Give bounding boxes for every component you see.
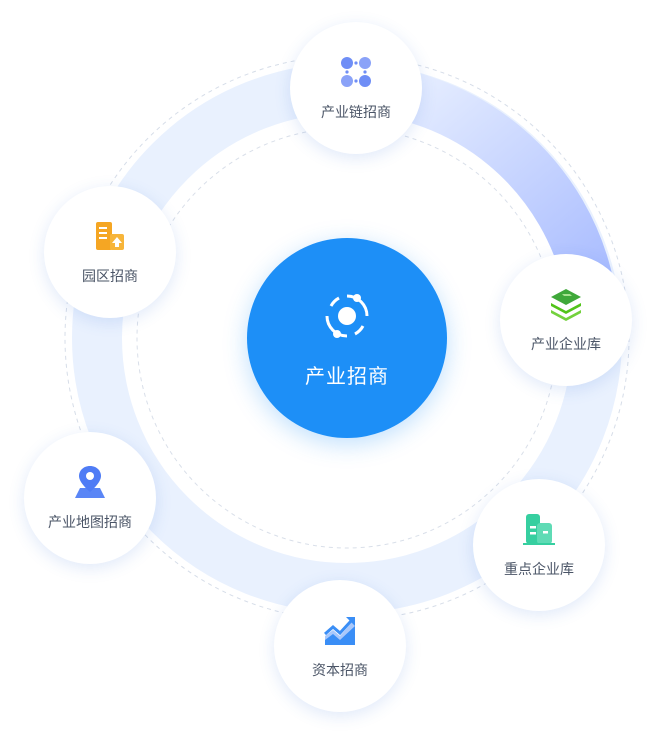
- building-tree-icon: [96, 222, 124, 250]
- node-label: 产业企业库: [531, 337, 601, 353]
- node-label: 产业链招商: [321, 105, 391, 121]
- orbit-icon: [325, 294, 369, 338]
- node-industry-chain[interactable]: 产业链招商: [290, 22, 422, 154]
- node-key-enterprise-library[interactable]: 重点企业库: [473, 479, 605, 611]
- buildings-icon: [523, 514, 555, 545]
- node-label: 产业地图招商: [48, 515, 132, 531]
- node-label: 园区招商: [82, 269, 138, 285]
- nodes-icon: [341, 57, 371, 87]
- map-pin-icon: [75, 466, 105, 498]
- node-capital-investment[interactable]: 资本招商: [274, 580, 406, 712]
- node-industry-map-investment[interactable]: 产业地图招商: [24, 432, 156, 564]
- node-park-investment[interactable]: 园区招商: [44, 186, 176, 318]
- node-label: 资本招商: [312, 663, 368, 679]
- layers-icon: [551, 289, 581, 321]
- center-label: 产业招商: [305, 364, 389, 388]
- center-hub[interactable]: 产业招商: [247, 238, 447, 438]
- trend-chart-icon: [324, 617, 355, 645]
- node-label: 重点企业库: [504, 562, 574, 578]
- node-industry-enterprise-library[interactable]: 产业企业库: [500, 254, 632, 386]
